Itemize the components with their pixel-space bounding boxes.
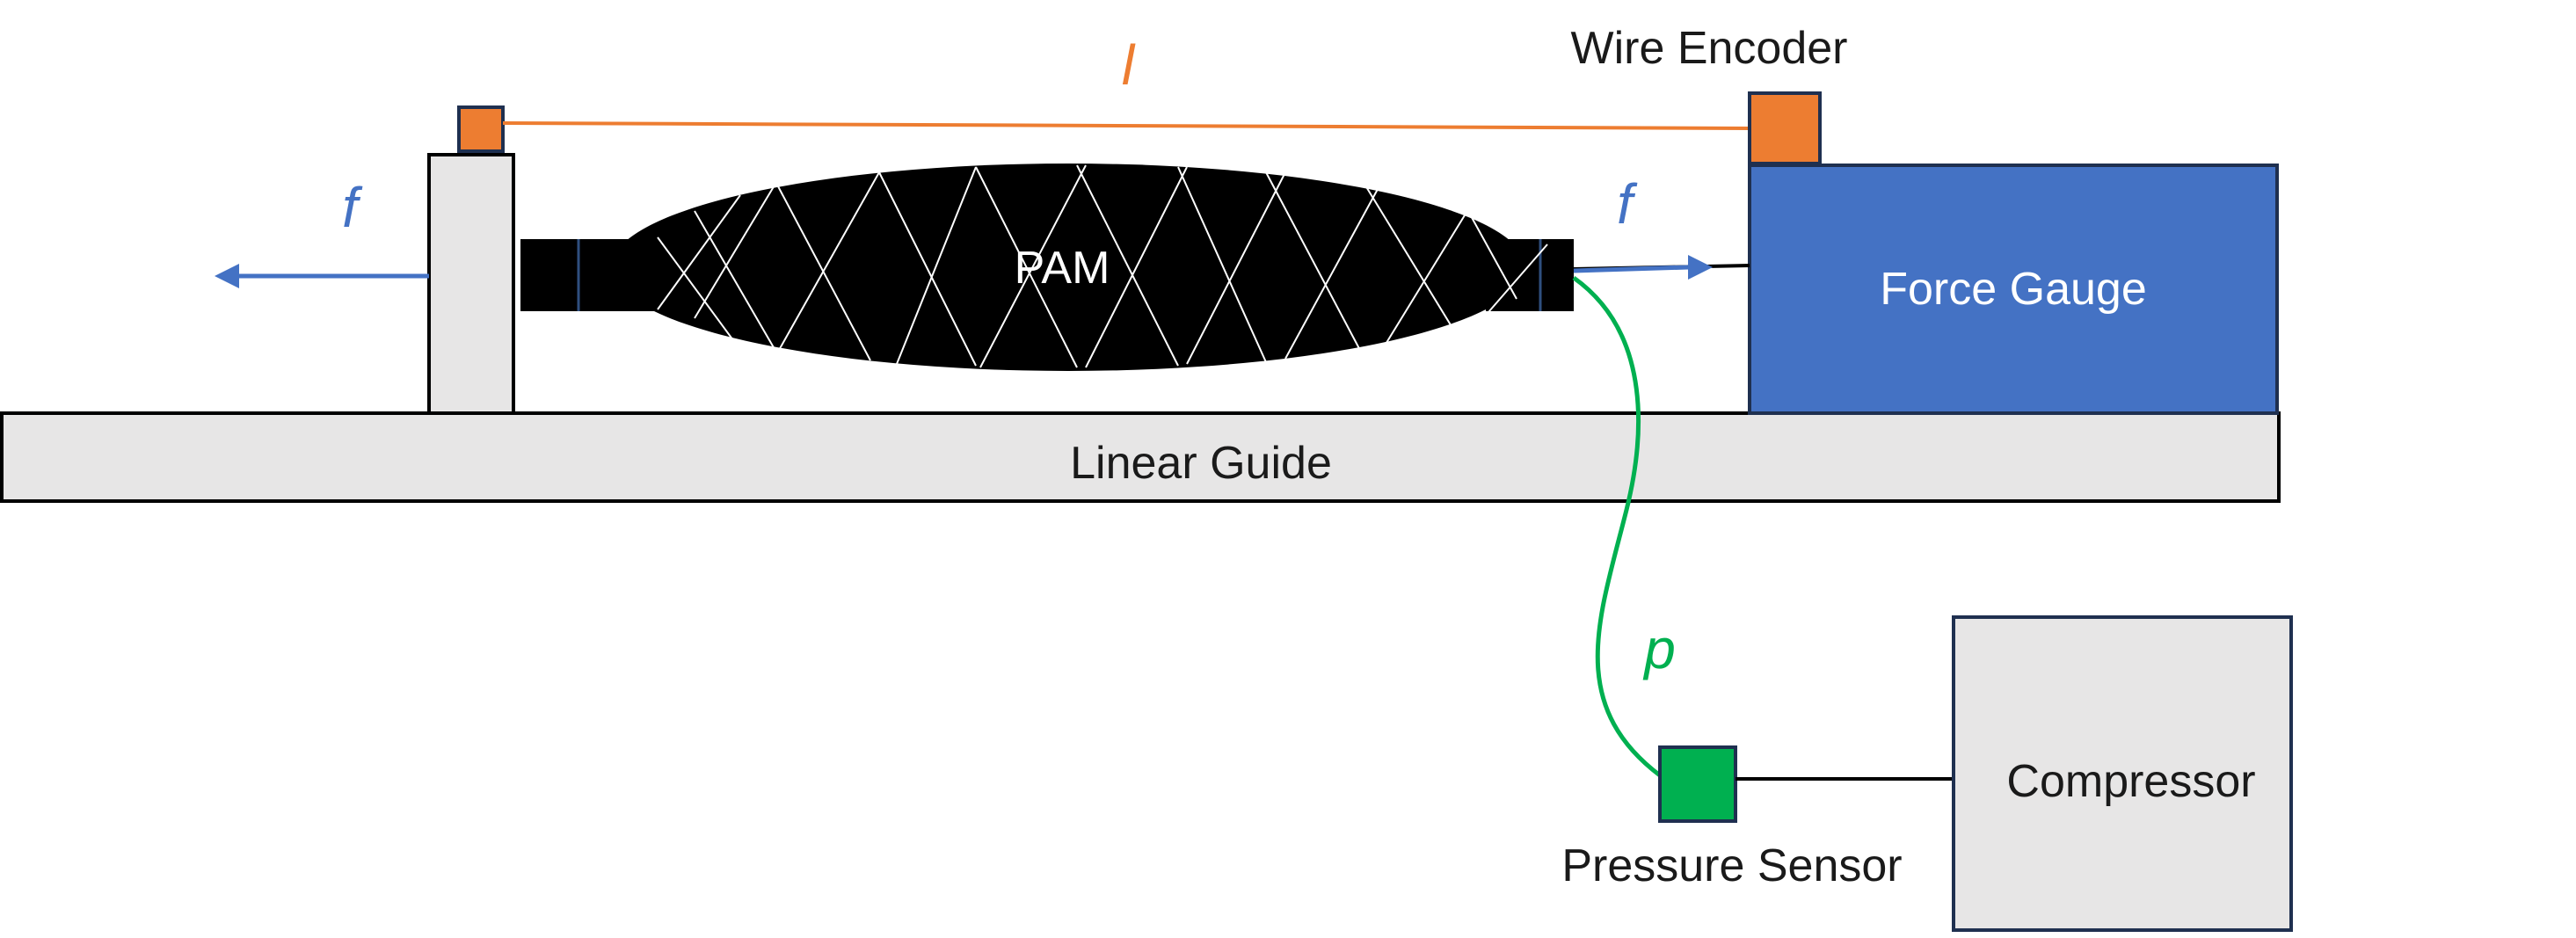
force-gauge-label: Force Gauge — [1880, 264, 2147, 315]
wire-anchor-marker — [457, 105, 505, 153]
force-symbol-right: f — [1617, 172, 1638, 236]
left-fixed-post — [427, 153, 515, 415]
pressure-sensor-box — [1658, 745, 1737, 823]
pam-braid-mesh — [657, 164, 1548, 368]
pam-bladder — [611, 164, 1525, 371]
pressure-symbol: p — [1642, 617, 1676, 680]
compressor-box — [1952, 615, 2293, 932]
force-arrow-left — [215, 264, 429, 288]
compressor-label: Compressor — [2006, 756, 2255, 807]
linear-guide-label: Linear Guide — [1070, 438, 1332, 489]
wire-encoder-box — [1748, 91, 1822, 165]
wire-line — [502, 121, 1750, 130]
pam-actuator: PAM — [520, 164, 1574, 371]
pressure-tube — [1572, 275, 1662, 777]
force-arrow-right — [1573, 255, 1713, 280]
wire-encoder-label: Wire Encoder — [1571, 23, 1848, 74]
length-symbol: l — [1122, 33, 1136, 97]
linear-guide-rail — [0, 411, 2281, 503]
force-symbol-left: f — [342, 176, 363, 239]
pam-label: PAM — [1015, 243, 1110, 294]
pressure-sensor-label: Pressure Sensor — [1561, 840, 1902, 891]
force-gauge-box — [1748, 164, 2279, 415]
